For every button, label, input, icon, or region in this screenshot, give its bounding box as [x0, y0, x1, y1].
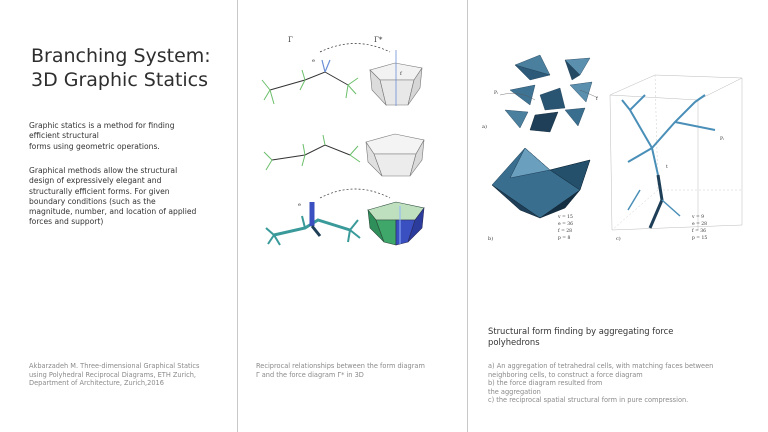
intro-paragraph-2: Graphical methods allow the structural d… [29, 166, 217, 228]
tetrahedra-cluster: Pᵢ f [494, 54, 599, 133]
intro-column: Branching System: 3D Graphic Statics Gra… [0, 0, 237, 432]
form-diagram-2 [263, 134, 361, 171]
caption-line: the aggregation [488, 387, 541, 396]
stat-c: e = 28 [692, 221, 707, 227]
intro-line: Graphical methods allow the structural [29, 166, 178, 175]
stat-c: p = 15 [692, 235, 707, 241]
face-label: f [400, 71, 403, 77]
form-diagram-1: e [261, 58, 359, 105]
intro-line: magnitude, number, and location of appli… [29, 207, 197, 217]
force-polyhedron-1: f [369, 50, 423, 107]
intro-line: forces and support) [29, 217, 104, 227]
intro-line: Graphic statics is a method for finding [29, 121, 175, 130]
page-title: Branching System: 3D Graphic Statics [31, 44, 211, 92]
citation-line: Department of Architecture, Zurich,2016 [29, 379, 164, 388]
intro-line: forms using geometric operations. [29, 141, 160, 151]
stat-b: e = 36 [558, 221, 573, 227]
point-label: Pᵢ [720, 136, 724, 142]
intro-line: design of expressively elegant and [29, 176, 162, 186]
title-line-1: Branching System: [31, 45, 211, 67]
gamma-star-label: Γ* [374, 36, 383, 44]
intro-line: efficient structural [29, 131, 99, 141]
heading-line: polyhedrons [488, 337, 540, 347]
title-line-2: 3D Graphic Statics [31, 69, 209, 91]
caption-line: neighboring cells, to construct a force … [488, 370, 643, 379]
caption-line: Γ and the force diagram Γ* in 3D [256, 370, 364, 379]
intro-line: structurally efficient forms. For given [29, 186, 170, 196]
intro-line: boundary conditions (such as the [29, 196, 156, 206]
caption-line: Reciprocal relationships between the for… [256, 362, 425, 370]
edge-label: t [666, 164, 668, 170]
gamma-label: Γ [288, 36, 293, 44]
compression-form: Pᵢ t v = 9 e = 28 f = 36 p = 15 [609, 74, 743, 241]
stat-b: f = 28 [558, 228, 572, 234]
panel-c-label: c) [616, 235, 621, 242]
citation-line: Akbarzadeh M. Three-dimensional Graphica… [29, 362, 200, 370]
reciprocal-arrow [319, 188, 391, 199]
column-divider-right [467, 0, 468, 432]
stat-c: f = 36 [692, 228, 706, 234]
caption-line: a) An aggregation of tetrahedral cells, … [488, 362, 714, 370]
form-diagram-3: e [265, 202, 361, 246]
reciprocal-diagram-figure: Γ Γ* e f [261, 36, 425, 246]
caption-line: b) the force diagram resulted from [488, 379, 603, 388]
face-label: f [596, 96, 598, 102]
stat-b: v = 15 [557, 214, 573, 220]
right-heading: Structural form finding by aggregating f… [488, 326, 718, 348]
aggregation-figure: a) b) c) Pᵢ f v = 15 e = 36 f = 28 p = 8 [482, 54, 743, 242]
force-polyhedron-3 [367, 201, 425, 246]
reciprocal-arrow [319, 43, 391, 53]
intro-paragraph-1: Graphic statics is a method for finding … [29, 121, 217, 152]
edge-label: e [312, 58, 315, 64]
stat-c: v = 9 [691, 214, 704, 220]
force-diagram-aggregate: v = 15 e = 36 f = 28 p = 8 [491, 147, 591, 241]
column-divider-left [237, 0, 238, 432]
panel-a-label: a) [482, 123, 487, 130]
right-caption: a) An aggregation of tetrahedral cells, … [488, 362, 758, 405]
caption-line: c) the reciprocal spatial structural for… [488, 396, 689, 405]
panel-b-label: b) [488, 235, 493, 242]
point-label: Pᵢ [494, 90, 498, 96]
citation: Akbarzadeh M. Three-dimensional Graphica… [29, 362, 229, 388]
edge-label: e [298, 202, 301, 208]
stat-b: p = 8 [558, 235, 571, 241]
force-polyhedron-2 [365, 133, 425, 177]
citation-line: using Polyhedral Reciprocal Diagrams, ET… [29, 370, 197, 379]
middle-caption: Reciprocal relationships between the for… [256, 362, 461, 379]
heading-line: Structural form finding by aggregating f… [488, 326, 674, 336]
